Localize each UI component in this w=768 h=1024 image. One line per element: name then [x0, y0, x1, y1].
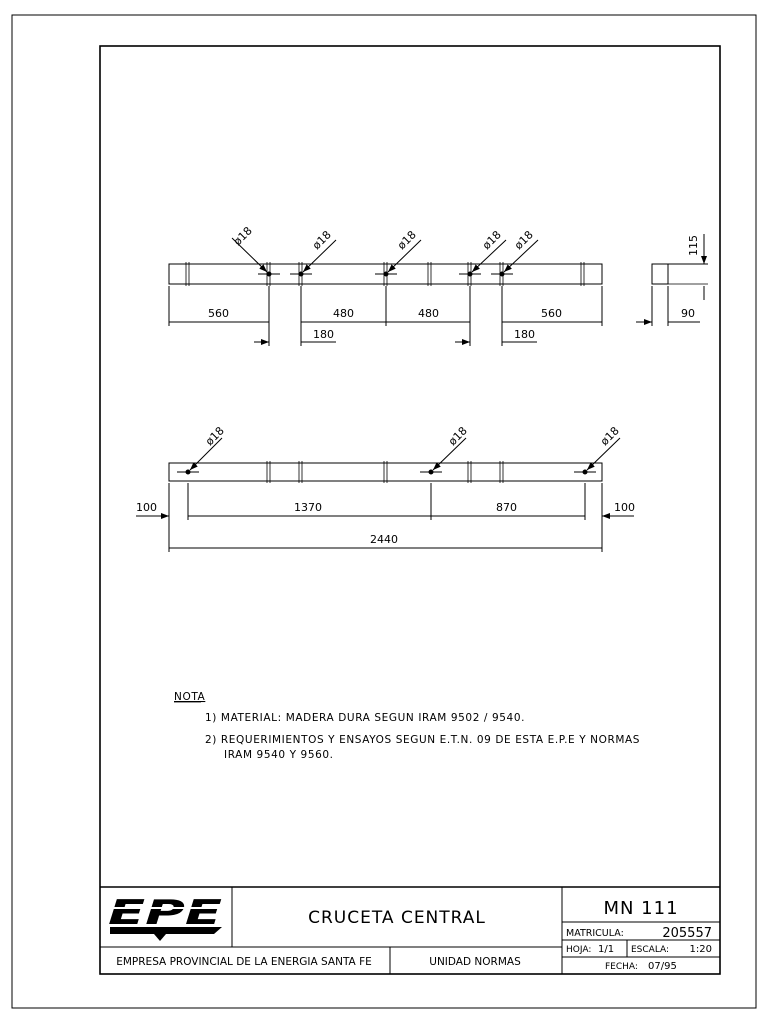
- crossarm-front-view: [168, 462, 603, 482]
- company-name: EMPRESA PROVINCIAL DE LA ENERGIA SANTA F…: [116, 956, 372, 968]
- epe-logo-text: EPE: [108, 893, 222, 933]
- section-height-label: 115: [687, 235, 700, 256]
- section-width-label: 90: [681, 307, 695, 320]
- dimension-label: 560: [208, 307, 229, 320]
- epe-logo: EPE: [108, 893, 222, 941]
- drawing-title: CRUCETA CENTRAL: [308, 908, 486, 928]
- hole-label: ø18: [203, 424, 227, 448]
- outer-border: [11, 14, 757, 1009]
- dimension-label: 100: [136, 501, 157, 514]
- dimension-label: 560: [541, 307, 562, 320]
- hole-label: ø18: [395, 228, 419, 252]
- hoja-value: 1/1: [598, 944, 614, 955]
- front-view: [136, 437, 634, 552]
- drawing-code: MN 111: [603, 898, 678, 919]
- hole-marks-front: [177, 469, 596, 475]
- dimension-label: 100: [614, 501, 635, 514]
- cross-section: [636, 234, 708, 326]
- dimension-label: 870: [496, 501, 517, 514]
- title-block: [100, 886, 720, 974]
- hole-label: ø18: [598, 424, 622, 448]
- drawing-frame: [99, 45, 721, 975]
- matricula-value: 205557: [662, 926, 712, 941]
- dimension-label: 480: [418, 307, 439, 320]
- note-item-2: 2) REQUERIMIENTOS Y ENSAYOS SEGUN E.T.N.…: [205, 734, 640, 746]
- hole-marks-top: [258, 271, 513, 277]
- fecha-label: FECHA:: [605, 962, 638, 972]
- matricula-label: MATRICULA:: [566, 928, 624, 939]
- overall-length-label: 2440: [370, 533, 398, 546]
- dimension-label: 180: [514, 328, 535, 341]
- hole-label: ø18: [480, 228, 504, 252]
- dimension-label: 180: [313, 328, 334, 341]
- hole-label: ø18: [512, 228, 536, 252]
- note-item-2-cont: IRAM 9540 Y 9560.: [224, 749, 334, 761]
- note-item-1: 1) MATERIAL: MADERA DURA SEGUN IRAM 9502…: [205, 712, 525, 724]
- hole-label: ø18: [231, 224, 255, 248]
- dimension-label: 1370: [294, 501, 322, 514]
- escala-label: ESCALA:: [631, 945, 669, 955]
- note-heading: NOTA: [174, 691, 206, 703]
- top-view: [168, 237, 603, 346]
- escala-value: 1:20: [690, 944, 712, 955]
- fecha-value: 07/95: [648, 961, 677, 972]
- unit-name: UNIDAD NORMAS: [429, 956, 521, 968]
- hole-label: ø18: [310, 228, 334, 252]
- dimension-label: 480: [333, 307, 354, 320]
- crossarm-top-view: [168, 263, 603, 285]
- hoja-label: HOJA:: [566, 945, 591, 955]
- hole-label: ø18: [446, 424, 470, 448]
